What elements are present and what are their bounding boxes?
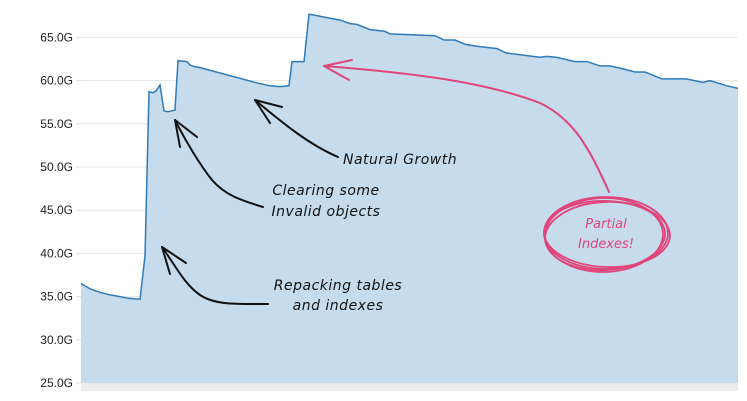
annotation-clearing-line2: Invalid objects <box>272 204 381 220</box>
annotation-partial-line2: Indexes! <box>578 237 634 252</box>
y-tick-label: 55.0G <box>40 117 73 131</box>
y-tick-label: 35.0G <box>40 290 73 304</box>
arrow-partial-indexes <box>323 59 610 193</box>
series-line <box>80 13 739 301</box>
y-tick-label: 25.0G <box>40 376 73 390</box>
annotation-partial-line1: Partial <box>585 217 627 232</box>
y-tick-label: 60.0G <box>40 74 73 88</box>
y-axis: 25.0G 30.0G 35.0G 40.0G 45.0G 50.0G 55.0G 60.0G… <box>40 30 81 390</box>
annotation-repacking-line2: and indexes <box>293 298 384 314</box>
circle-partial-indexes <box>543 196 671 273</box>
y-tick-label: 30.0G <box>40 333 73 347</box>
annotation-clearing-line1: Clearing some <box>272 183 379 199</box>
annotation-natural-growth: Natural Growth <box>343 152 457 168</box>
y-tick-label: 65.0G <box>40 30 73 44</box>
series-area <box>81 14 738 383</box>
annotation-repacking-line1: Repacking tables <box>274 278 402 294</box>
arrow-repacking <box>161 246 269 306</box>
arrow-natural-growth <box>254 99 339 158</box>
x-axis-band <box>81 383 738 391</box>
y-tick-label: 45.0G <box>40 203 73 217</box>
arrow-clearing <box>174 119 264 208</box>
y-tick-label: 50.0G <box>40 160 73 174</box>
y-tick-label: 40.0G <box>40 246 73 260</box>
